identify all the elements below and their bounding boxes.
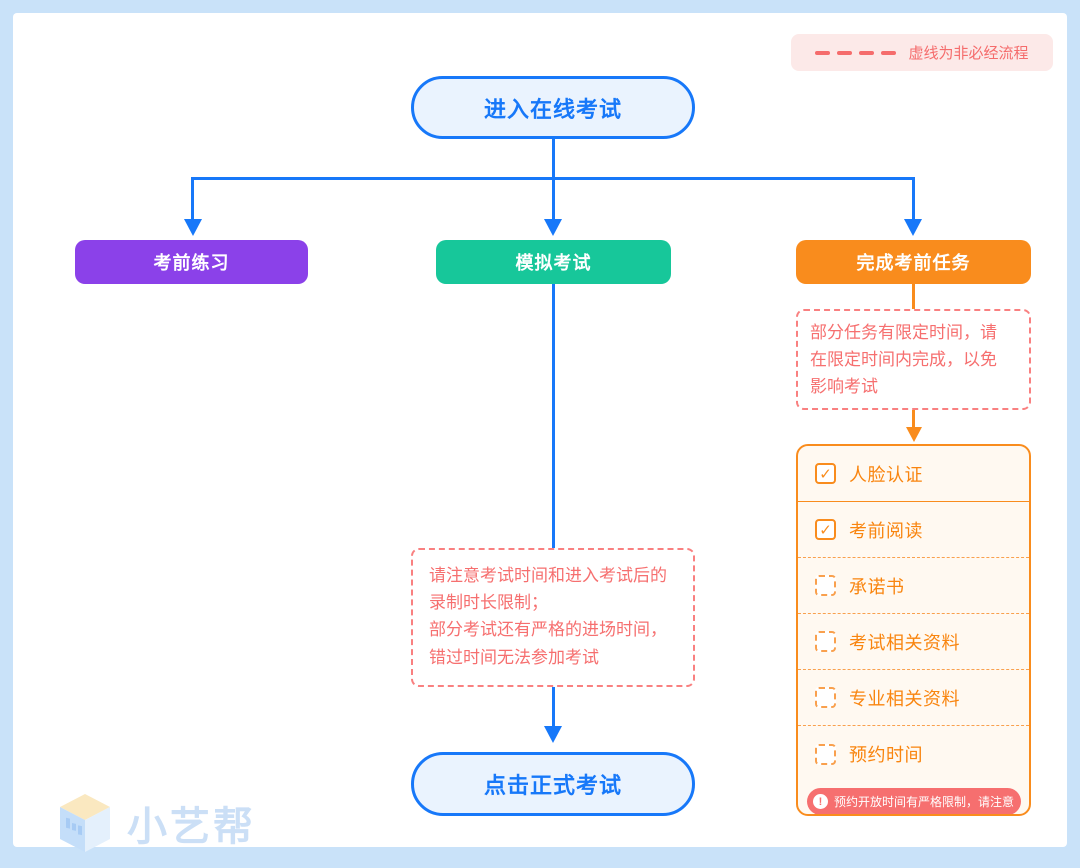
brand-watermark: 小艺帮 bbox=[53, 791, 256, 855]
connector-line bbox=[911, 410, 915, 428]
end-node-formal-exam[interactable]: 点击正式考试 bbox=[411, 752, 695, 816]
dashed-line-icon bbox=[815, 50, 897, 55]
task-row-booking-time[interactable]: 预约时间 bbox=[798, 726, 1029, 782]
connector-line bbox=[911, 177, 915, 219]
exam-time-note: 请注意考试时间和进入考试后的 录制时长限制； 部分考试还有严格的进场时间， 错过… bbox=[411, 548, 695, 687]
pre-exam-task-list: 人脸认证 考前阅读 承诺书 考试相关资料 专业相关资料 预约时间 ! 预约开放时… bbox=[796, 444, 1031, 816]
arrow-down-icon bbox=[544, 726, 562, 743]
checkbox-unchecked-icon[interactable] bbox=[815, 631, 836, 652]
connector-line bbox=[551, 139, 555, 179]
task-row-major-materials[interactable]: 专业相关资料 bbox=[798, 670, 1029, 726]
brand-name: 小艺帮 bbox=[127, 805, 256, 849]
flowchart-panel: 虚线为非必经流程 进入在线考试 考前练习 模拟考试 完成考前任务 部分任务有限定… bbox=[13, 13, 1067, 852]
connector-line bbox=[551, 177, 555, 219]
checkbox-checked-icon[interactable] bbox=[815, 463, 836, 484]
xiaoyibang-logo-icon bbox=[60, 794, 110, 852]
checkbox-unchecked-icon[interactable] bbox=[815, 575, 836, 596]
arrow-down-icon bbox=[544, 219, 562, 236]
booking-warning-text: 预约开放时间有严格限制，请注意 bbox=[833, 795, 1014, 809]
branch-mock-exam[interactable]: 模拟考试 bbox=[436, 240, 671, 284]
checkbox-unchecked-icon[interactable] bbox=[815, 687, 836, 708]
booking-warning-badge: ! 预约开放时间有严格限制，请注意 bbox=[806, 788, 1021, 814]
task-time-note: 部分任务有限定时间，请 在限定时间内完成，以免 影响考试 bbox=[796, 309, 1031, 410]
exclamation-icon: ! bbox=[812, 794, 828, 809]
checkbox-unchecked-icon[interactable] bbox=[815, 743, 836, 765]
task-row-exam-materials[interactable]: 考试相关资料 bbox=[798, 614, 1029, 670]
start-node-enter-exam[interactable]: 进入在线考试 bbox=[411, 76, 695, 139]
arrow-down-icon bbox=[904, 219, 922, 236]
connector-line bbox=[551, 687, 555, 727]
branch-pre-exam-practice[interactable]: 考前练习 bbox=[75, 240, 308, 284]
arrow-down-icon bbox=[905, 427, 922, 442]
connector-line bbox=[191, 177, 194, 219]
task-row-commitment-letter[interactable]: 承诺书 bbox=[798, 558, 1029, 614]
branch-pre-exam-tasks[interactable]: 完成考前任务 bbox=[796, 240, 1031, 284]
legend-label: 虚线为非必经流程 bbox=[908, 45, 1029, 62]
connector-line bbox=[551, 284, 555, 548]
checkbox-checked-icon[interactable] bbox=[815, 519, 836, 540]
task-row-face-verification[interactable]: 人脸认证 bbox=[798, 446, 1029, 502]
task-row-pre-exam-reading[interactable]: 考前阅读 bbox=[798, 502, 1029, 558]
connector-line bbox=[911, 284, 915, 310]
legend: 虚线为非必经流程 bbox=[791, 34, 1053, 71]
arrow-down-icon bbox=[183, 219, 202, 236]
